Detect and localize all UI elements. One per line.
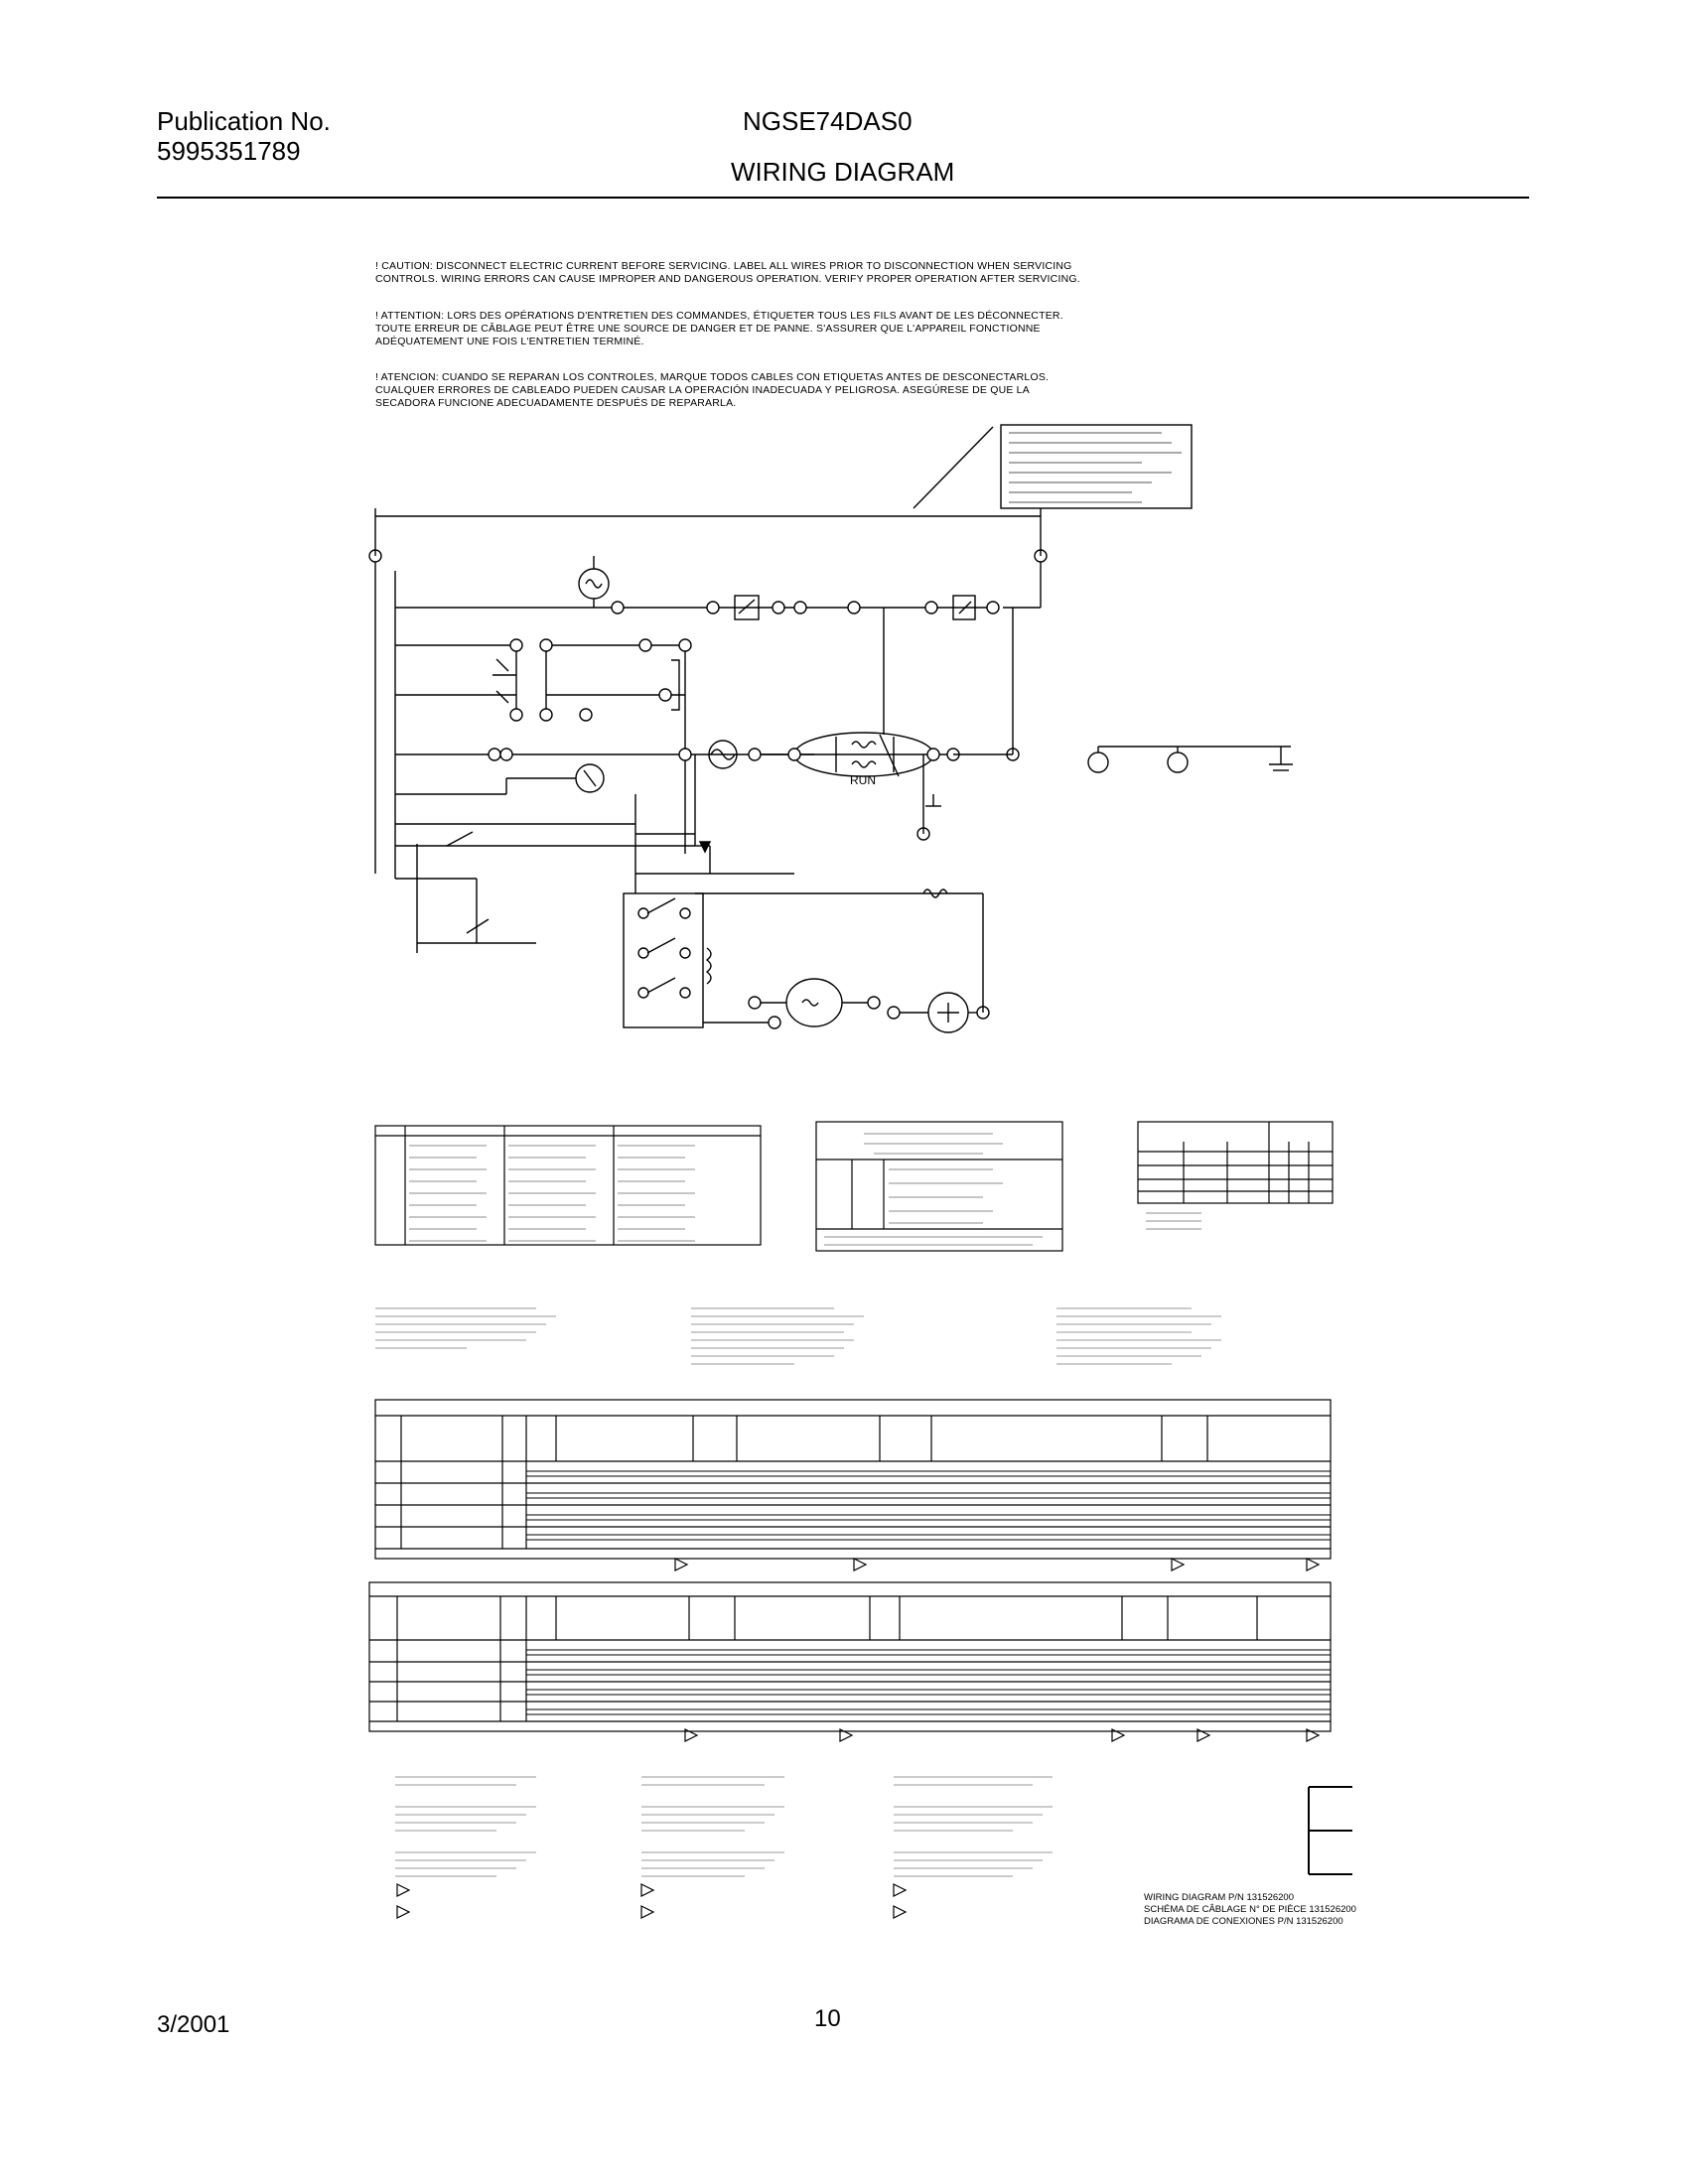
wire-note-box xyxy=(1000,424,1193,509)
wire-code-legend xyxy=(374,1125,762,1246)
caution-english: ! CAUTION: DISCONNECT ELECTRIC CURRENT B… xyxy=(375,260,1080,285)
motor-run-label: RUN xyxy=(850,773,876,787)
system-cycle-chart-french xyxy=(368,1581,1332,1742)
part-number-spanish: DIAGRAMA DE CONEXIONES P/N 131526200 xyxy=(1144,1916,1343,1927)
publication-label: Publication No. xyxy=(157,106,331,136)
page-title: WIRING DIAGRAM xyxy=(731,157,955,187)
caution-french: ! ATTENTION: LORS DES OPÉRATIONS D'ENTRE… xyxy=(375,310,1063,347)
part-number-english: WIRING DIAGRAM P/N 131526200 xyxy=(1144,1892,1294,1903)
section-mark-e xyxy=(1308,1786,1352,1875)
header-rule xyxy=(157,197,1529,199)
system-cycle-chart-english xyxy=(374,1399,1332,1571)
wiring-diagram-part-number: WIRING DIAGRAM P/N 131526200 SCHÉMA DE C… xyxy=(1144,1892,1356,1928)
switch-table xyxy=(1137,1121,1334,1230)
lower-notes xyxy=(395,1776,1053,1877)
page-number: 10 xyxy=(814,2005,841,2032)
model-number: NGSE74DAS0 xyxy=(743,106,913,136)
publication-date: 3/2001 xyxy=(157,2011,230,2038)
caution-spanish: ! ATENCION: CUANDO SE REPARAN LOS CONTRO… xyxy=(375,371,1050,409)
wire-specifications-box xyxy=(815,1121,1063,1252)
door-switch xyxy=(734,595,760,620)
lower-motor-left xyxy=(785,978,843,1027)
timer-switch-block xyxy=(623,892,704,1028)
publication-number: 5995351789 xyxy=(157,136,301,166)
notes-columns xyxy=(375,1307,1221,1365)
part-number-french: SCHÉMA DE CÂBLAGE N° DE PIÈCE 131526200 xyxy=(1144,1904,1356,1915)
heater-element xyxy=(708,740,738,769)
